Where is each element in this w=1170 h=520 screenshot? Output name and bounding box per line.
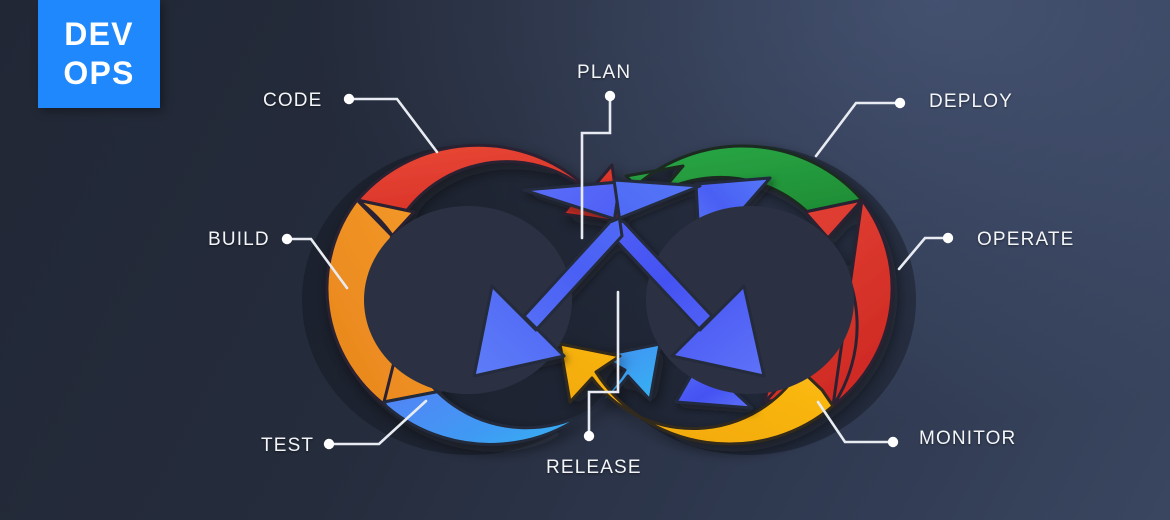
segment-test[interactable] <box>382 342 662 446</box>
leader-dot-test[interactable] <box>323 438 335 450</box>
leader-dot-release[interactable] <box>583 430 595 442</box>
stage-label-plan[interactable]: PLAN <box>577 62 632 83</box>
leader-line-operate <box>897 236 950 271</box>
leader-dots <box>281 90 954 450</box>
leader-dot-deploy[interactable] <box>894 97 906 109</box>
devops-logo: DEV OPS <box>38 0 160 108</box>
stage-label-build[interactable]: BUILD <box>208 229 270 250</box>
stage-label-release[interactable]: RELEASE <box>546 457 642 478</box>
ops-loop <box>558 144 894 446</box>
stage-label-deploy[interactable]: DEPLOY <box>929 91 1013 112</box>
leader-line-deploy <box>814 101 902 158</box>
logo-line-dev: DEV <box>64 15 134 52</box>
leader-line-code <box>347 97 439 154</box>
leader-line-release <box>587 290 620 438</box>
leader-dot-plan[interactable] <box>604 90 616 102</box>
leader-dot-operate[interactable] <box>942 232 954 244</box>
leader-line-build <box>285 237 349 290</box>
leader-dot-code[interactable] <box>343 93 355 105</box>
arrow-blue-up-right-top <box>522 180 766 378</box>
leader-line-plan <box>580 94 612 240</box>
leader-lines <box>285 94 950 446</box>
segment-monitor[interactable] <box>558 342 835 446</box>
leader-line-monitor <box>816 400 895 444</box>
stage-label-code[interactable]: CODE <box>263 90 323 111</box>
stage-label-monitor[interactable]: MONITOR <box>919 428 1017 449</box>
stage-label-operate[interactable]: OPERATE <box>977 229 1075 250</box>
stage-label-test[interactable]: TEST <box>261 435 315 456</box>
leader-line-test <box>327 399 428 446</box>
arrow-blue-down-right-top <box>472 178 702 378</box>
logo-line-ops: OPS <box>63 55 135 91</box>
leader-dot-build[interactable] <box>281 233 293 245</box>
leader-dot-monitor[interactable] <box>887 436 899 448</box>
center-crossing-top <box>472 178 766 378</box>
